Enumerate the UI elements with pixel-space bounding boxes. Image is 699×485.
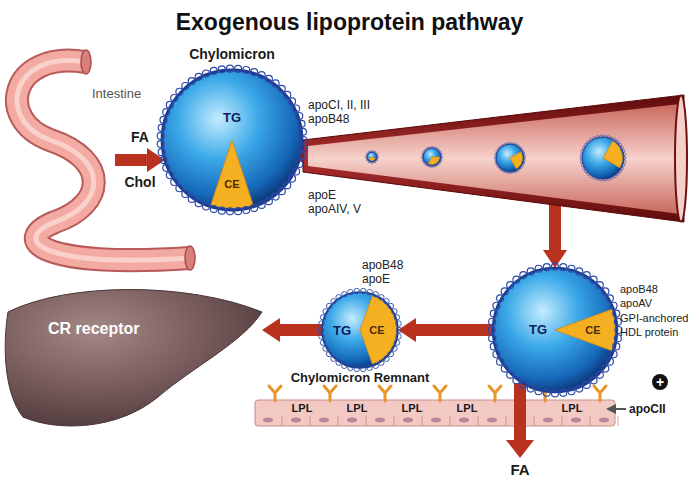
particle-shell	[423, 148, 441, 166]
protein-label: GPI-anchored HDL protein	[620, 311, 694, 339]
apolipoprotein-coat	[580, 135, 626, 181]
particle-heading: Chylomicron Remnant	[291, 370, 430, 385]
particle-core	[496, 144, 524, 172]
apolipoprotein-coat	[157, 65, 307, 215]
core-lipid-label: TG	[333, 323, 351, 338]
particle-shell	[367, 152, 377, 162]
cholesteryl-ester-wedge	[555, 309, 616, 350]
apolipoprotein-coat	[488, 263, 622, 397]
fatty-acid-release-arrow	[506, 383, 534, 458]
core-lipid-label: TG	[529, 322, 547, 337]
transport-arrow	[416, 324, 493, 336]
particle-shell	[322, 292, 398, 368]
apolipoprotein-label: apoB48	[308, 112, 349, 126]
particle-shell	[162, 70, 302, 210]
core-lipid-label: CE	[585, 324, 600, 337]
apolipoprotein-label: apoB48	[362, 258, 403, 272]
apolipoprotein-coat	[421, 147, 442, 168]
apolipoprotein-label: apoB48	[620, 282, 658, 296]
cholesteryl-ester-wedge	[428, 157, 439, 165]
diagram-title: Exogenous lipoprotein pathway	[0, 8, 699, 36]
enzyme-label: LPL	[457, 402, 478, 415]
core-lipid-label: TG	[223, 110, 241, 125]
particle-heading: Chylomicron	[189, 46, 275, 62]
activator-label: apoCII	[629, 402, 666, 416]
apolipoprotein-label: apoE	[362, 272, 390, 286]
enzyme-label: LPL	[347, 402, 368, 415]
liver-outline	[5, 290, 262, 426]
lpl-bound-chylomicron: TGCEapoB48apoAVGPI-anchored HDL protein	[493, 268, 617, 392]
enzyme-label: LPL	[402, 402, 423, 415]
cholesteryl-ester-wedge	[510, 152, 523, 169]
particle-shell	[493, 268, 617, 392]
apolipoprotein-coat	[318, 288, 402, 371]
activation-sign: +	[652, 374, 668, 390]
transport-arrow	[115, 154, 147, 166]
liver-organ: CR receptor	[8, 282, 262, 432]
organ-label: Intestine	[92, 86, 141, 101]
intestine-organ-shape	[0, 40, 115, 270]
fatty-acid-label: FA	[510, 461, 529, 478]
shrinking-particles	[365, 135, 626, 181]
particle-core	[493, 268, 617, 392]
apocii-activation-arrow	[606, 404, 626, 414]
particle-core	[322, 292, 398, 368]
intestine-organ: Intestine	[0, 40, 115, 270]
apolipoprotein-coat	[495, 142, 526, 173]
core-lipid-label: CE	[369, 324, 384, 337]
particle-core	[367, 152, 377, 162]
enzyme-label: LPL	[292, 402, 313, 415]
particle-shell	[496, 144, 524, 172]
apolipoprotein-label: apoAV	[620, 296, 652, 310]
chylomicron-remnant: apoB48apoETGCEChylomicron Remnant	[322, 292, 398, 368]
particle-core	[423, 148, 441, 166]
cholesteryl-ester-wedge	[360, 296, 397, 365]
apolipoprotein-label: apoCI, II, III	[308, 98, 370, 112]
transport-arrow	[280, 324, 322, 336]
chylomicron-particle: ChylomicronTGCEapoCI, II, IIIapoB48apoEa…	[162, 70, 302, 210]
particle-core	[582, 137, 624, 179]
core-lipid-label: CE	[224, 178, 239, 191]
cholesterol-label: Chol	[124, 174, 155, 190]
intestine-opening	[185, 246, 195, 270]
endothelial-cells	[263, 416, 618, 426]
particle-shell	[582, 137, 624, 179]
enzyme-label: LPL	[562, 402, 583, 415]
intestine-opening	[81, 50, 91, 74]
cholesteryl-ester-wedge	[369, 157, 376, 161]
receptor-label: CR receptor	[48, 320, 140, 338]
edge-label: FA	[131, 129, 149, 145]
apolipoprotein-label: apoAIV, V	[308, 202, 361, 216]
apolipoprotein-coat	[365, 150, 378, 163]
particle-core	[162, 70, 302, 210]
apolipoprotein-label: apoE	[308, 188, 336, 202]
blood-vessel	[303, 95, 687, 222]
liver-organ-shape	[8, 282, 262, 432]
cholesteryl-ester-wedge	[211, 140, 253, 209]
